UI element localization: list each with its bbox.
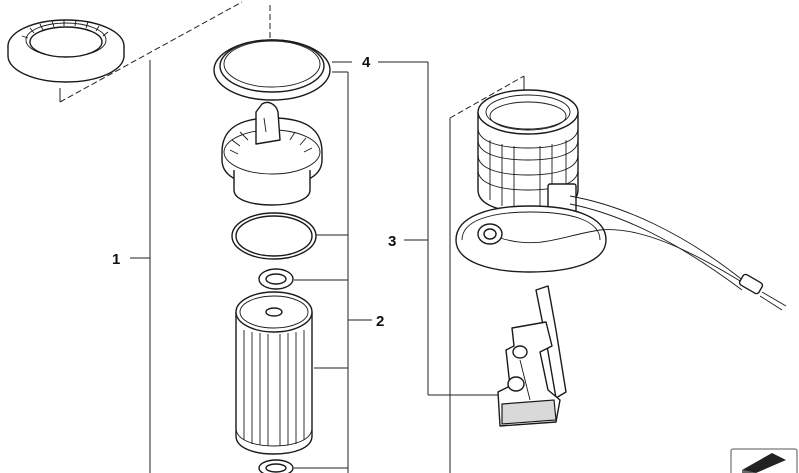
bottom-seal-icon xyxy=(258,459,294,473)
filter-cap-icon xyxy=(221,101,323,206)
callout-1: 1 xyxy=(112,251,120,268)
callout-4: 4 xyxy=(362,54,371,71)
callout-3: 3 xyxy=(388,233,396,250)
bracket-icon xyxy=(497,285,567,427)
small-seal-icon xyxy=(258,268,294,290)
wiring-harness-icon xyxy=(499,195,787,311)
seal-ring-icon xyxy=(7,19,125,83)
callout-2: 2 xyxy=(376,313,384,330)
gasket-icon xyxy=(231,212,317,260)
o-ring-icon xyxy=(213,39,331,101)
filter-cartridge-icon xyxy=(235,291,313,455)
navigation-arrow-icon[interactable] xyxy=(730,448,798,473)
leader-lines xyxy=(59,1,525,473)
fuel-pump-housing-icon xyxy=(455,89,607,273)
